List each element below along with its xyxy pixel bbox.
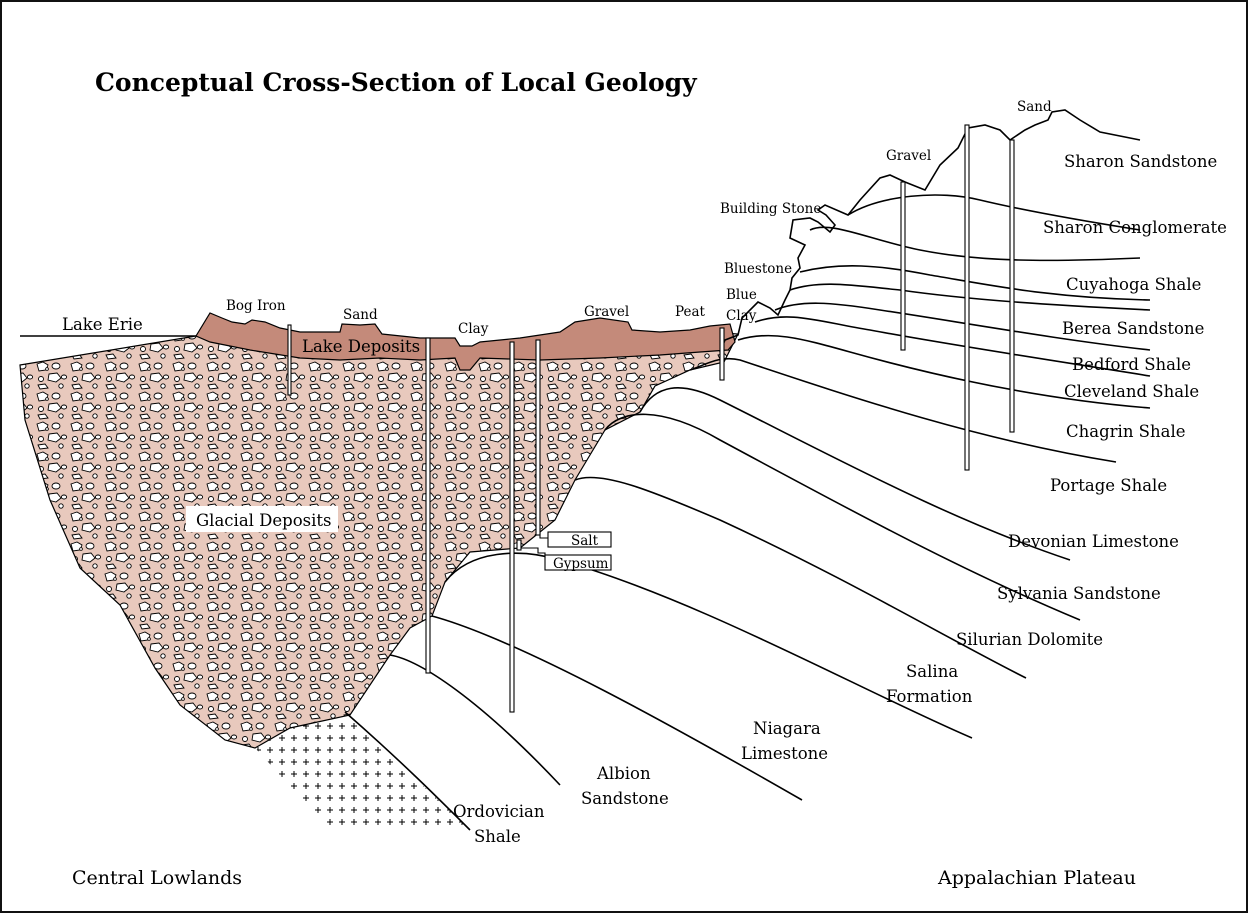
cuyahoga-shale-label: Cuyahoga Shale <box>1066 275 1201 294</box>
well-bores <box>287 124 1015 713</box>
albion-label-2: Sandstone <box>581 789 669 808</box>
appalachian-plateau-label: Appalachian Plateau <box>937 867 1136 889</box>
gypsum-label: Gypsum <box>553 556 609 572</box>
cleveland-shale-label: Cleveland Shale <box>1064 382 1199 401</box>
well-sharon <box>964 124 970 471</box>
ground-surface-line <box>719 109 1141 353</box>
ordovician-label-1: Ordovician <box>453 802 545 821</box>
chagrin-shale-label: Chagrin Shale <box>1066 422 1186 441</box>
well-gypsum-stub <box>516 539 522 551</box>
well-gravel <box>900 181 906 351</box>
well-blue-clay <box>719 327 725 381</box>
sand-lake-label: Sand <box>343 307 378 323</box>
lake-erie-label: Lake Erie <box>62 315 143 334</box>
cleveland-top-line <box>754 316 1151 377</box>
sand-top-label: Sand <box>1017 99 1052 115</box>
glacial-deposits-label: Glacial Deposits <box>196 511 332 530</box>
bluestone-label: Bluestone <box>724 261 792 277</box>
niagara-label-2: Limestone <box>741 744 828 763</box>
sharon-conglomerate-label: Sharon Conglomerate <box>1043 218 1227 237</box>
bog-iron-label: Bog Iron <box>226 298 286 314</box>
lake-deposits-label: Lake Deposits <box>302 337 420 356</box>
portage-shale-label: Portage Shale <box>1050 476 1167 495</box>
central-lowlands-label: Central Lowlands <box>72 867 242 889</box>
albion-label-1: Albion <box>596 764 651 783</box>
clay-label: Clay <box>458 321 489 337</box>
well-sand <box>1009 139 1015 433</box>
devonian-top-line <box>639 387 1071 561</box>
blue-clay-label-2: Clay <box>726 308 757 324</box>
sylvania-top-line <box>604 413 1081 621</box>
sylvania-sandstone-label: Sylvania Sandstone <box>997 584 1161 603</box>
salina-top-line <box>444 552 973 739</box>
salina-label-1: Salina <box>906 662 958 681</box>
peat-label: Peat <box>675 304 706 320</box>
portage-top-line <box>689 357 1117 463</box>
ordovician-label-2: Shale <box>474 827 521 846</box>
gravel-lake-label: Gravel <box>584 304 629 320</box>
well-salt <box>535 339 541 536</box>
glacial-label-backdrop <box>186 506 338 532</box>
well-clay <box>425 337 431 674</box>
silurian-top-line <box>574 476 1027 679</box>
building-stone-label: Building Stone <box>720 201 821 217</box>
well-bog-iron <box>287 324 292 396</box>
gypsum-box <box>544 554 612 571</box>
glacial-deposits-area <box>19 331 739 749</box>
niagara-label-1: Niagara <box>753 719 821 738</box>
salt-box <box>547 531 612 548</box>
berea-sandstone-label: Berea Sandstone <box>1062 319 1204 338</box>
ordovician-shale-block <box>248 712 470 830</box>
bedford-shale-label: Bedford Shale <box>1072 355 1191 374</box>
berea-top-line <box>789 283 1151 311</box>
sharon-sandstone-top-line <box>847 194 1141 231</box>
salt-label: Salt <box>571 533 599 549</box>
devonian-limestone-label: Devonian Limestone <box>1008 532 1179 551</box>
sharon-conglomerate-top-line <box>809 226 1141 262</box>
strata-lines <box>344 109 1151 831</box>
silurian-dolomite-label: Silurian Dolomite <box>956 630 1103 649</box>
blue-clay-label-1: Blue <box>726 287 757 303</box>
albion-top-line <box>389 654 561 786</box>
chagrin-top-line <box>737 334 1151 409</box>
formation-labels: Sharon Sandstone Sharon Conglomerate Cuy… <box>453 152 1227 846</box>
salina-label-2: Formation <box>886 687 973 706</box>
gravel-top-label: Gravel <box>886 148 931 164</box>
well-center <box>509 341 515 713</box>
bedford-top-line <box>774 302 1151 351</box>
sharon-sandstone-label: Sharon Sandstone <box>1064 152 1217 171</box>
figure-title: Conceptual Cross-Section of Local Geolog… <box>95 68 698 97</box>
cuyahoga-top-line <box>799 265 1151 301</box>
ordovician-top-line <box>344 711 471 831</box>
surface-labels: Lake Erie Bog Iron Sand Clay Gravel Peat… <box>62 99 1052 337</box>
niagara-top-line <box>431 615 803 801</box>
